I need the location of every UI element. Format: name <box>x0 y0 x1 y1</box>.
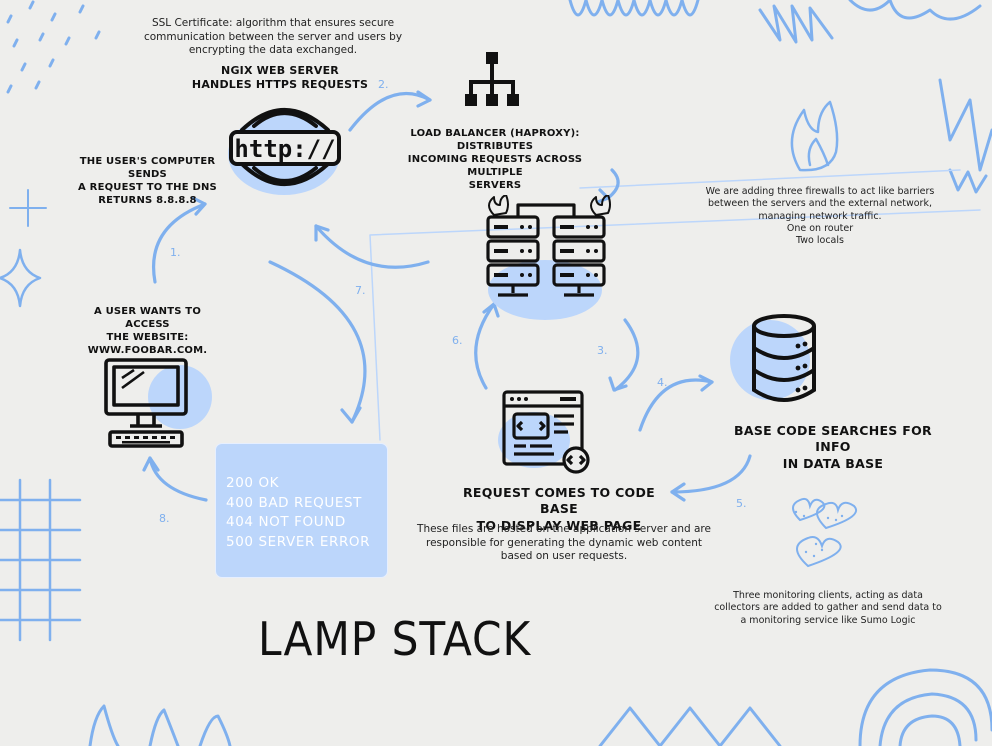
user-label: A USER WANTS TO ACCESS THE WEBSITE: WWW.… <box>87 306 208 356</box>
star-doodle <box>0 248 42 308</box>
step-7: 7. <box>355 284 366 297</box>
code-base-label: REQUEST COMES TO CODE BASE TO DISPLAY WE… <box>462 485 655 533</box>
step-6: 6. <box>452 334 463 347</box>
plus-doodle <box>9 189 47 227</box>
network-hierarchy-icon <box>465 52 519 106</box>
arrow-to-status <box>268 260 367 424</box>
grid-doodle <box>0 478 82 642</box>
load-balancer-label: LOAD BALANCER (HAPROXY): DISTRIBUTES INC… <box>407 128 583 191</box>
status-500: 500 SERVER ERROR <box>226 533 371 550</box>
scribble-top-right <box>758 0 982 44</box>
status-200: 200 OK <box>226 475 280 491</box>
code-base-note: These files are hosted on the applicatio… <box>417 523 711 563</box>
nginx-label: NGIX WEB SERVER HANDLES HTTPS REQUESTS <box>191 64 369 92</box>
arrow-5 <box>670 454 752 494</box>
zigzag-bottom <box>598 706 782 746</box>
status-400: 400 BAD REQUEST <box>226 494 363 511</box>
database-icon <box>752 314 816 402</box>
arrow-1 <box>152 202 207 284</box>
blob-code <box>498 412 570 468</box>
squiggle-bottom-left <box>88 704 232 746</box>
server-firewall-icon <box>486 195 611 297</box>
http-icon-text: http:// <box>234 135 335 163</box>
hearts-doodle-icon <box>792 497 857 568</box>
crown-doodle <box>948 168 988 194</box>
computer-icon <box>104 358 188 448</box>
arrow-7 <box>314 224 430 269</box>
step-1: 1. <box>170 246 181 259</box>
arrow-lb <box>606 168 620 200</box>
dot-pattern-top-left <box>6 0 101 94</box>
zigzag-right <box>938 78 992 172</box>
http-icon: http:// <box>229 108 341 186</box>
monitoring-note: Three monitoring clients, acting as data… <box>714 590 942 626</box>
page-title: LAMP STACK <box>258 612 532 666</box>
firewalls-note: We are adding three firewalls to act lik… <box>705 186 935 247</box>
dns-label: THE USER'S COMPUTER SENDS A REQUEST TO T… <box>78 156 217 206</box>
http-status-box: 200 OK 400 BAD REQUEST 404 NOT FOUND 500… <box>215 443 388 578</box>
ssl-certificate-note: SSL Certificate: algorithm that ensures … <box>143 17 403 57</box>
arrow-3-head <box>608 376 628 392</box>
arrow-8-head <box>142 456 160 472</box>
step-3: 3. <box>597 344 608 357</box>
arrow-2-head <box>416 90 432 108</box>
squiggle-top <box>568 0 700 17</box>
step-8: 8. <box>159 512 170 525</box>
step-4: 4. <box>657 376 668 389</box>
arrow-8 <box>148 456 208 502</box>
arrow-7-head <box>314 224 330 242</box>
step-5: 5. <box>736 497 747 510</box>
code-window-icon <box>502 390 590 474</box>
arrow-5-head <box>670 482 686 502</box>
arrow-1-head <box>191 196 207 216</box>
status-404: 404 NOT FOUND <box>226 514 346 530</box>
step-2: 2. <box>378 78 389 91</box>
blob-computer <box>148 365 212 429</box>
faint-line <box>369 169 981 441</box>
arrow-4 <box>638 378 714 432</box>
arrow-4-head <box>698 374 714 392</box>
database-label: BASE CODE SEARCHES FOR INFO IN DATA BASE <box>734 423 932 471</box>
flame-doodle <box>790 100 839 172</box>
arrow-2 <box>348 91 432 132</box>
arrow-3 <box>613 318 640 392</box>
circle-doodle <box>858 668 992 746</box>
arrow-6 <box>474 302 496 390</box>
arrow-to-status-head <box>340 406 362 424</box>
blob-servers <box>488 260 602 320</box>
